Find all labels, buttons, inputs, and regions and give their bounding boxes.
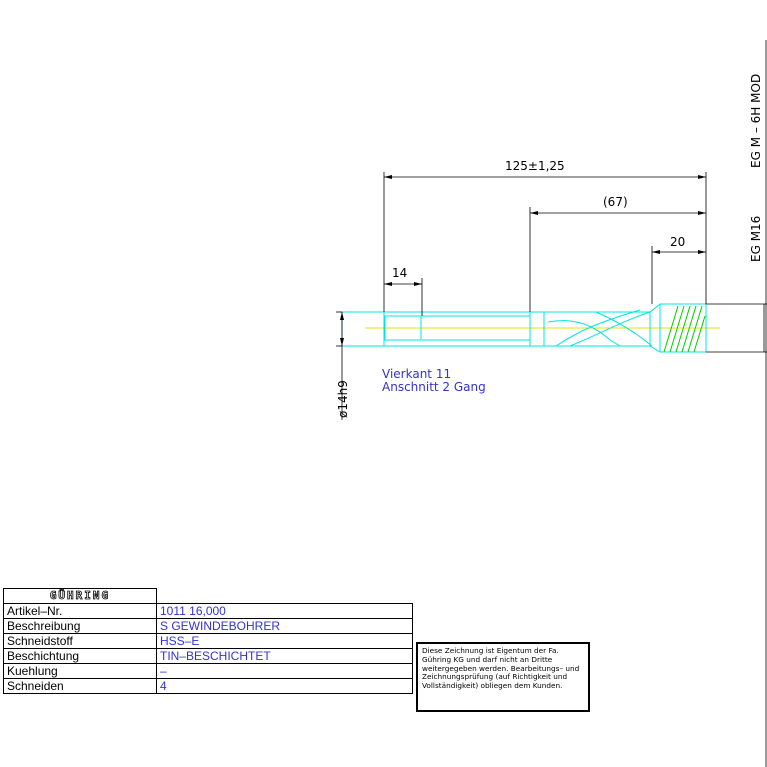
shank-diameter-dim: ø14h9: [336, 380, 350, 418]
thread-tolerance-label: EG M – 6H MOD: [749, 74, 763, 168]
note-square: Vierkant 11: [382, 367, 451, 381]
row-value-article: 1011 16,000: [156, 603, 413, 619]
table-row: Artikel–Nr. 1011 16,000: [3, 603, 413, 619]
row-label-article: Artikel–Nr.: [3, 603, 157, 619]
fluted-section-outline: [544, 303, 707, 353]
guehring-logo: GÜHRING: [3, 588, 157, 604]
tool-body: [341, 303, 707, 353]
row-label-cooling: Kuehlung: [3, 663, 157, 679]
row-value-material: HSS–E: [156, 633, 413, 649]
row-label-material: Schneidstoff: [3, 633, 157, 649]
thread-size-label: EG M16: [749, 216, 763, 262]
flute-4: [595, 311, 653, 347]
table-row: Schneidstoff HSS–E: [3, 633, 413, 649]
flute-2: [569, 311, 651, 347]
table-row: Kuehlung –: [3, 663, 413, 679]
table-row: Schneiden 4: [3, 678, 413, 694]
row-label-description: Beschreibung: [3, 618, 157, 634]
square-end: [384, 315, 422, 341]
table-row: Beschreibung S GEWINDEBOHRER: [3, 618, 413, 634]
title-block: GÜHRING Artikel–Nr. 1011 16,000 Beschrei…: [3, 588, 413, 694]
table-row: Beschichtung TIN–BESCHICHTET: [3, 648, 413, 664]
thread-hatching: [663, 305, 706, 353]
row-label-flutes: Schneiden: [3, 678, 157, 694]
row-label-coating: Beschichtung: [3, 648, 157, 664]
flute-length-dim: (67): [603, 195, 628, 209]
row-value-cooling: –: [156, 663, 413, 679]
note-chamfer: Anschnitt 2 Gang: [382, 380, 486, 394]
arrowheads: [340, 175, 706, 346]
square-length-dim: 14: [392, 266, 407, 280]
title-block-logo-row: GÜHRING: [3, 588, 413, 604]
ownership-disclaimer: Diese Zeichnung ist Eigentum der Fa. Güh…: [416, 642, 590, 712]
flute-1: [555, 309, 641, 347]
flute-3: [547, 320, 621, 347]
overall-length-dim: 125±1,25: [505, 159, 565, 173]
row-value-description: S GEWINDEBOHRER: [156, 618, 413, 634]
row-value-flutes: 4: [156, 678, 413, 694]
shank-outline: [341, 311, 545, 347]
thread-length-dim: 20: [670, 235, 685, 249]
row-value-coating: TIN–BESCHICHTET: [156, 648, 413, 664]
